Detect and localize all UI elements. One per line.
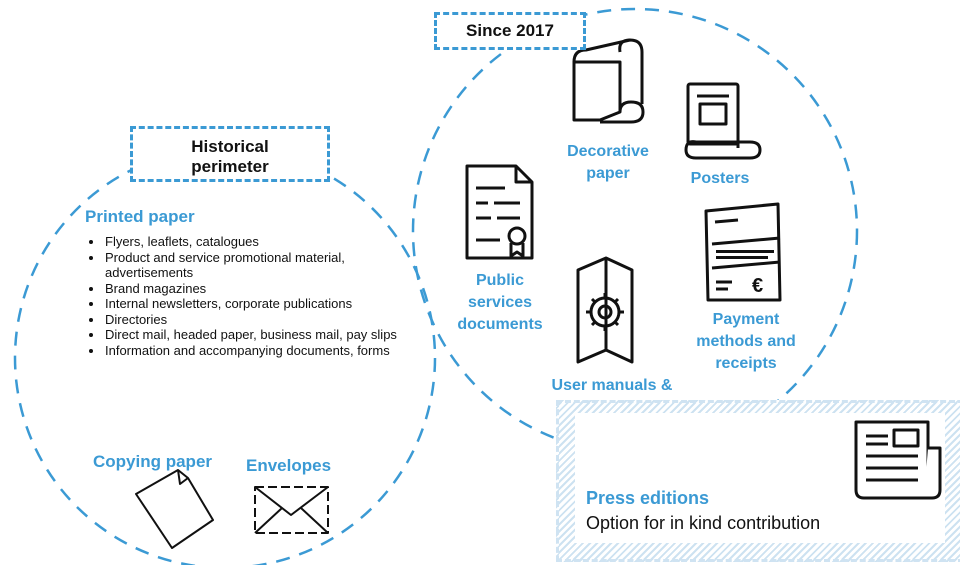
press-editions-title: Press editions xyxy=(586,488,710,508)
public-services-line3: documents xyxy=(457,316,543,333)
list-item: Brand magazines xyxy=(104,281,434,297)
payment-line3: receipts xyxy=(715,355,777,372)
envelopes-label: Envelopes xyxy=(246,456,332,475)
payment-line1: Payment xyxy=(712,311,780,328)
historical-title-line1: Historical xyxy=(191,137,269,156)
copying-paper-label: Copying paper xyxy=(93,452,213,471)
manual-gear-icon xyxy=(576,256,634,364)
since-2017-title-box: Since 2017 xyxy=(434,12,586,50)
user-manuals-line1: User manuals & xyxy=(551,377,673,394)
public-services-line2: services xyxy=(467,294,533,311)
list-item: Flyers, leaflets, catalogues xyxy=(104,234,434,250)
historical-title-box: Historical perimeter xyxy=(130,126,330,182)
copy-paper-icon xyxy=(135,469,214,549)
printed-paper-list: Flyers, leaflets, catalogues Product and… xyxy=(84,234,434,358)
posters-label: Posters xyxy=(690,170,750,187)
payment-line2: methods and xyxy=(696,333,796,350)
decorative-paper-line1: Decorative xyxy=(567,143,649,160)
envelope-icon xyxy=(254,486,329,534)
list-item: Internal newsletters, corporate publicat… xyxy=(104,296,434,312)
newspaper-icon xyxy=(854,420,942,500)
printed-paper-title: Printed paper xyxy=(85,207,195,226)
list-item: Directories xyxy=(104,312,434,328)
document-seal-icon xyxy=(465,164,534,260)
press-editions-subtitle: Option for in kind contribution xyxy=(586,513,821,533)
list-item: Direct mail, headed paper, business mail… xyxy=(104,327,434,343)
since-2017-title: Since 2017 xyxy=(466,21,554,40)
list-item: Information and accompanying documents, … xyxy=(104,343,434,359)
public-services-label: Public services documents xyxy=(440,270,560,336)
list-item: Product and service promotional material… xyxy=(104,250,434,281)
decorative-paper-line2: paper xyxy=(586,165,630,182)
decorative-paper-label: Decorative paper xyxy=(548,141,668,185)
poster-icon xyxy=(684,82,762,160)
historical-title-line2: perimeter xyxy=(191,157,269,176)
scroll-icon xyxy=(572,38,645,124)
svg-text:€: € xyxy=(752,275,763,297)
payment-label: Payment methods and receipts xyxy=(676,309,816,375)
receipt-euro-icon: € xyxy=(704,202,782,302)
public-services-line1: Public xyxy=(475,272,524,289)
